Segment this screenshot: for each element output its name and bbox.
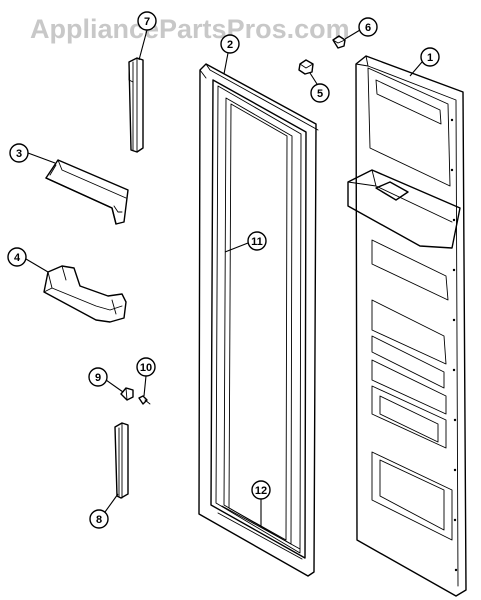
callout-7-label: 7 (144, 16, 150, 28)
callout-1[interactable]: 1 (409, 47, 440, 77)
callout-11[interactable]: 11 (224, 231, 267, 253)
part-5-plug (298, 59, 314, 75)
callout-10-label: 10 (140, 362, 152, 374)
callout-11-label: 11 (251, 236, 263, 248)
callout-7[interactable]: 7 (137, 11, 157, 61)
callout-3-label: 3 (16, 148, 22, 160)
callout-8[interactable]: 8 (89, 493, 119, 529)
callout-12-label: 12 (255, 485, 267, 497)
callout-4[interactable]: 4 (7, 247, 49, 273)
callout-8-label: 8 (96, 514, 102, 526)
watermark-text: AppliancePartsPros.com (30, 14, 350, 44)
callout-5-label: 5 (317, 88, 323, 100)
part-6-fastener (332, 35, 346, 49)
part-1-door-liner (347, 55, 467, 597)
callout-9[interactable]: 9 (88, 367, 124, 393)
part-9-cap (120, 387, 134, 401)
callout-10[interactable]: 10 (136, 357, 156, 397)
callout-5[interactable]: 5 (309, 72, 330, 103)
callout-9-label: 9 (95, 372, 101, 384)
callout-3[interactable]: 3 (9, 143, 56, 164)
callout-1-label: 1 (427, 52, 433, 64)
callout-6-label: 6 (365, 22, 371, 34)
callout-2-label: 2 (227, 39, 233, 51)
callout-4-label: 4 (14, 252, 21, 264)
part-4-bottle-bin (43, 265, 127, 323)
part-8-trim-strip (114, 422, 129, 499)
callout-12[interactable]: 12 (251, 480, 271, 526)
callout-6[interactable]: 6 (344, 17, 378, 40)
part-3-door-bin (45, 159, 129, 225)
part-7-trim-strip (128, 57, 144, 153)
callout-2[interactable]: 2 (220, 34, 240, 75)
part-10-screw (138, 395, 151, 405)
part-2-door-frame (198, 63, 319, 577)
